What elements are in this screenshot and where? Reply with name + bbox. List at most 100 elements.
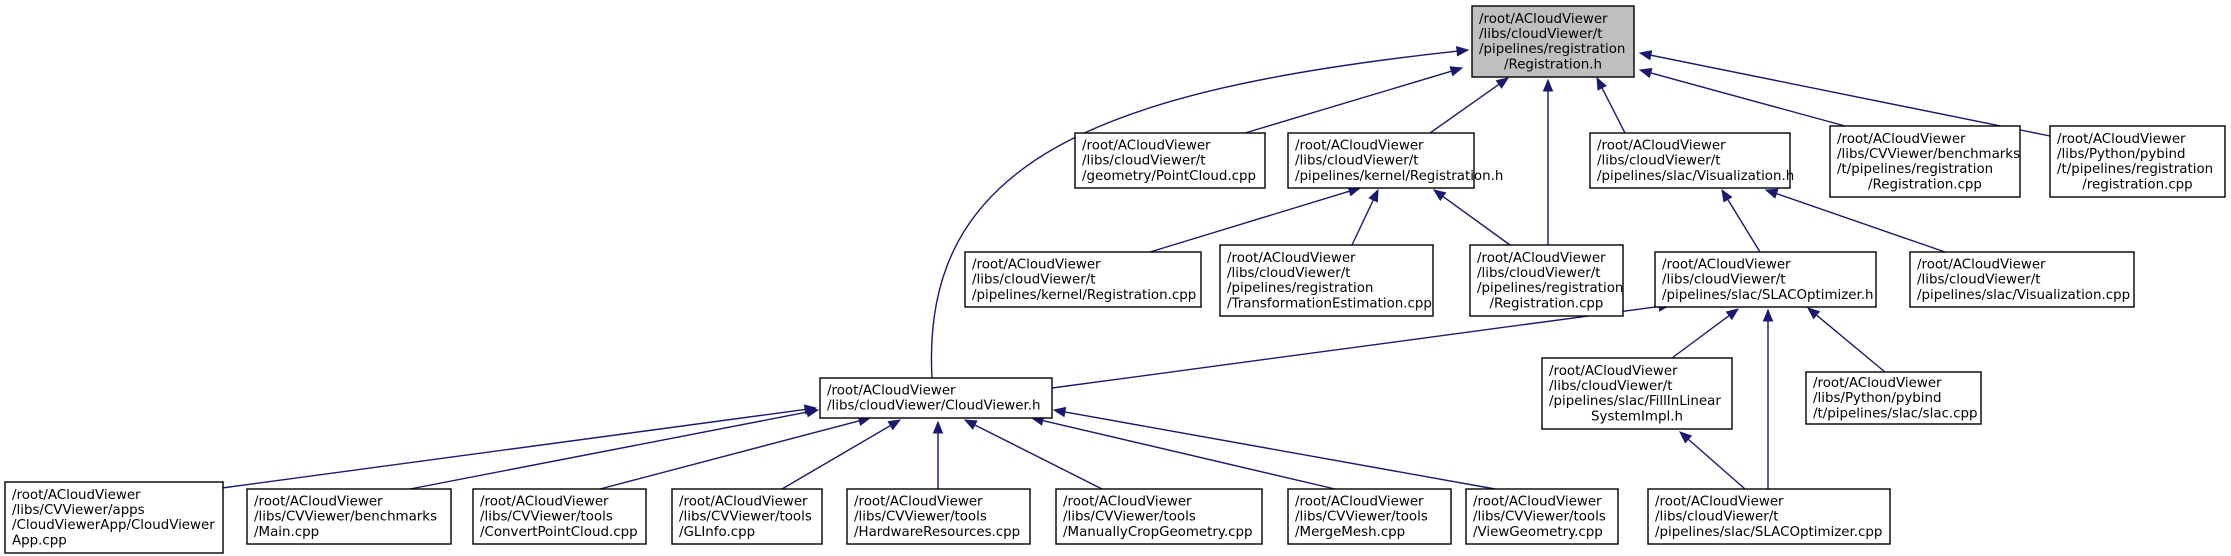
node-slac-vis-cpp[interactable]: /root/ACloudViewer/libs/cloudViewer/t/pi… — [1909, 251, 2135, 308]
node-kernel-reg-cpp[interactable]: /root/ACloudViewer/libs/cloudViewer/t/pi… — [964, 251, 1202, 308]
node-label-line: /CloudViewerApp/CloudViewer — [12, 518, 215, 533]
node-label-line: /root/ACloudViewer — [1473, 494, 1602, 509]
node-label-line: /libs/CVViewer/apps — [12, 503, 145, 518]
node-label-line: /libs/CVViewer/benchmarks — [254, 510, 437, 525]
node-label-line: /root/ACloudViewer — [1917, 257, 2046, 272]
node-label-line: /pipelines/registration — [1477, 281, 1623, 296]
edge-convert_pc-to-cloudviewer_h — [599, 415, 872, 490]
edge-glinfo-to-cloudviewer_h — [781, 419, 902, 490]
node-label-line: /pipelines/slac/SLACOptimizer.h — [1662, 288, 1874, 303]
node-box — [1654, 251, 1877, 308]
node-label-line: /pipelines/kernel/Registration.cpp — [972, 288, 1196, 303]
node-label-line: /pipelines/slac/FillInLinear — [1549, 394, 1721, 409]
node-label-line: /root/ACloudViewer — [2057, 132, 2186, 147]
node-box — [1074, 132, 1266, 189]
node-label-line: /root/ACloudViewer — [1655, 494, 1784, 509]
node-crop[interactable]: /root/ACloudViewer/libs/CVViewer/tools/M… — [1055, 488, 1263, 545]
node-box — [1829, 125, 2021, 198]
node-label-line: App.cpp — [12, 533, 67, 548]
node-box — [671, 488, 823, 545]
edge-pybind_reg_cpp-to-root — [1638, 50, 2051, 137]
node-label-line: /libs/cloudViewer/t — [972, 273, 1095, 288]
node-box — [246, 488, 452, 545]
node-label-line: /registration.cpp — [2082, 177, 2192, 192]
node-slac-opt-h[interactable]: /root/ACloudViewer/libs/cloudViewer/t/pi… — [1654, 251, 1877, 308]
node-label-line: /MergeMesh.cpp — [1295, 525, 1405, 540]
node-label-line: /root/ACloudViewer — [254, 494, 383, 509]
node-slac-opt-cpp[interactable]: /root/ACloudViewer/libs/cloudViewer/t/pi… — [1647, 488, 1891, 545]
node-box — [1909, 251, 2135, 308]
edges-layer — [221, 46, 2051, 490]
node-label-line: /TransformationEstimation.cpp — [1227, 296, 1432, 311]
node-label-line: /ViewGeometry.cpp — [1473, 525, 1603, 540]
node-label-line: /root/ACloudViewer — [854, 494, 983, 509]
node-box — [1469, 244, 1624, 317]
node-bench-reg-cpp[interactable]: /root/ACloudViewer/libs/CVViewer/benchma… — [1829, 125, 2021, 198]
node-label-line: /HardwareResources.cpp — [854, 525, 1020, 540]
edge-crop-to-cloudviewer_h — [963, 419, 1103, 490]
edge-slac_vis_cpp-to-slac_vis_h — [1764, 188, 1946, 253]
node-kernel-reg-h[interactable]: /root/ACloudViewer/libs/cloudViewer/t/pi… — [1287, 132, 1503, 189]
node-label-line: /libs/cloudViewer/t — [1597, 154, 1720, 169]
node-label-line: /root/ACloudViewer — [1227, 251, 1356, 266]
node-reg-cpp[interactable]: /root/ACloudViewer/libs/cloudViewer/t/pi… — [1469, 244, 1624, 317]
node-label-line: /libs/CVViewer/tools — [679, 510, 812, 525]
node-convert-pc[interactable]: /root/ACloudViewer/libs/CVViewer/tools/C… — [472, 488, 647, 545]
node-pybind-reg-cpp[interactable]: /root/ACloudViewer/libs/Python/pybind/t/… — [2049, 125, 2226, 198]
edge-reg_cpp-to-kernel_reg_h — [1432, 189, 1511, 246]
node-viewgeo[interactable]: /root/ACloudViewer/libs/CVViewer/tools/V… — [1465, 488, 1619, 545]
node-label-line: /Main.cpp — [254, 525, 319, 540]
node-label-line: /libs/cloudViewer/t — [1655, 510, 1778, 525]
node-label-line: /geometry/PointCloud.cpp — [1082, 169, 1256, 184]
edge-fillin-to-slac_opt_h — [1671, 308, 1740, 359]
node-label-line: /libs/cloudViewer/t — [1662, 273, 1785, 288]
node-label-line: /root/ACloudViewer — [1813, 376, 1942, 391]
edge-kernel_reg_h-to-root — [1429, 77, 1510, 134]
node-glinfo[interactable]: /root/ACloudViewer/libs/CVViewer/tools/G… — [671, 488, 823, 545]
node-label-line: /libs/cloudViewer/t — [1549, 379, 1672, 394]
node-label-line: /root/ACloudViewer — [1549, 364, 1678, 379]
node-label-line: /libs/cloudViewer/t — [1917, 273, 2040, 288]
node-label-line: /t/pipelines/registration — [2057, 162, 2213, 177]
edge-reg_cpp-to-root — [1542, 78, 1554, 245]
node-label-line: /root/ACloudViewer — [480, 494, 609, 509]
edge-viewgeo-to-cloudviewer_h — [1052, 406, 1496, 490]
node-label-line: /root/ACloudViewer — [827, 384, 956, 399]
node-cloudviewer-h[interactable]: /root/ACloudViewer/libs/cloudViewer/Clou… — [819, 377, 1053, 419]
node-slac-vis-h[interactable]: /root/ACloudViewer/libs/cloudViewer/t/pi… — [1589, 132, 1794, 189]
node-label-line: /libs/CVViewer/benchmarks — [1837, 147, 2020, 162]
node-label-line: SystemImpl.h — [1591, 409, 1683, 424]
node-label-line: /pipelines/registration — [1479, 42, 1625, 57]
node-transform-est[interactable]: /root/ACloudViewer/libs/cloudViewer/t/pi… — [1219, 244, 1434, 317]
node-bench-main[interactable]: /root/ACloudViewer/libs/CVViewer/benchma… — [246, 488, 452, 545]
node-app-cpp[interactable]: /root/ACloudViewer/libs/CVViewer/apps/Cl… — [4, 481, 224, 554]
edge-pointcloud-to-root — [1244, 66, 1464, 134]
node-box — [1589, 132, 1791, 189]
node-pointcloud[interactable]: /root/ACloudViewer/libs/cloudViewer/t/ge… — [1074, 132, 1266, 189]
nodes-layer: /root/ACloudViewer/libs/cloudViewer/t/pi… — [4, 5, 2226, 554]
edge-bench_main-to-cloudviewer_h — [409, 407, 820, 490]
node-fillin[interactable]: /root/ACloudViewer/libs/cloudViewer/t/pi… — [1541, 357, 1733, 430]
edge-kernel_reg_cpp-to-kernel_reg_h — [1149, 186, 1362, 253]
node-box — [819, 377, 1053, 419]
node-box — [1465, 488, 1619, 545]
node-pybind-slac[interactable]: /root/ACloudViewer/libs/Python/pybind/t/… — [1805, 371, 1982, 425]
node-box — [1287, 132, 1475, 189]
node-label-line: /pipelines/kernel/Registration.h — [1295, 169, 1503, 184]
node-label-line: /root/ACloudViewer — [1295, 138, 1424, 153]
node-root[interactable]: /root/ACloudViewer/libs/cloudViewer/t/pi… — [1471, 5, 1635, 78]
edge-pybind_slac-to-slac_opt_h — [1806, 307, 1886, 373]
edge-app_cpp-to-cloudviewer_h — [221, 404, 818, 489]
edge-transform_est-to-kernel_reg_h — [1351, 188, 1379, 246]
node-hwres[interactable]: /root/ACloudViewer/libs/CVViewer/tools/H… — [846, 488, 1031, 545]
node-label-line: /root/ACloudViewer — [1477, 251, 1606, 266]
node-label-line: /GLInfo.cpp — [679, 525, 755, 540]
node-box — [4, 481, 224, 554]
node-label-line: /libs/CVViewer/tools — [1473, 510, 1606, 525]
node-box — [2049, 125, 2226, 198]
node-label-line: /t/pipelines/registration — [1837, 162, 1993, 177]
node-merge[interactable]: /root/ACloudViewer/libs/CVViewer/tools/M… — [1287, 488, 1452, 545]
node-label-line: /pipelines/slac/SLACOptimizer.cpp — [1655, 525, 1882, 540]
node-label-line: /Registration.h — [1504, 57, 1602, 72]
